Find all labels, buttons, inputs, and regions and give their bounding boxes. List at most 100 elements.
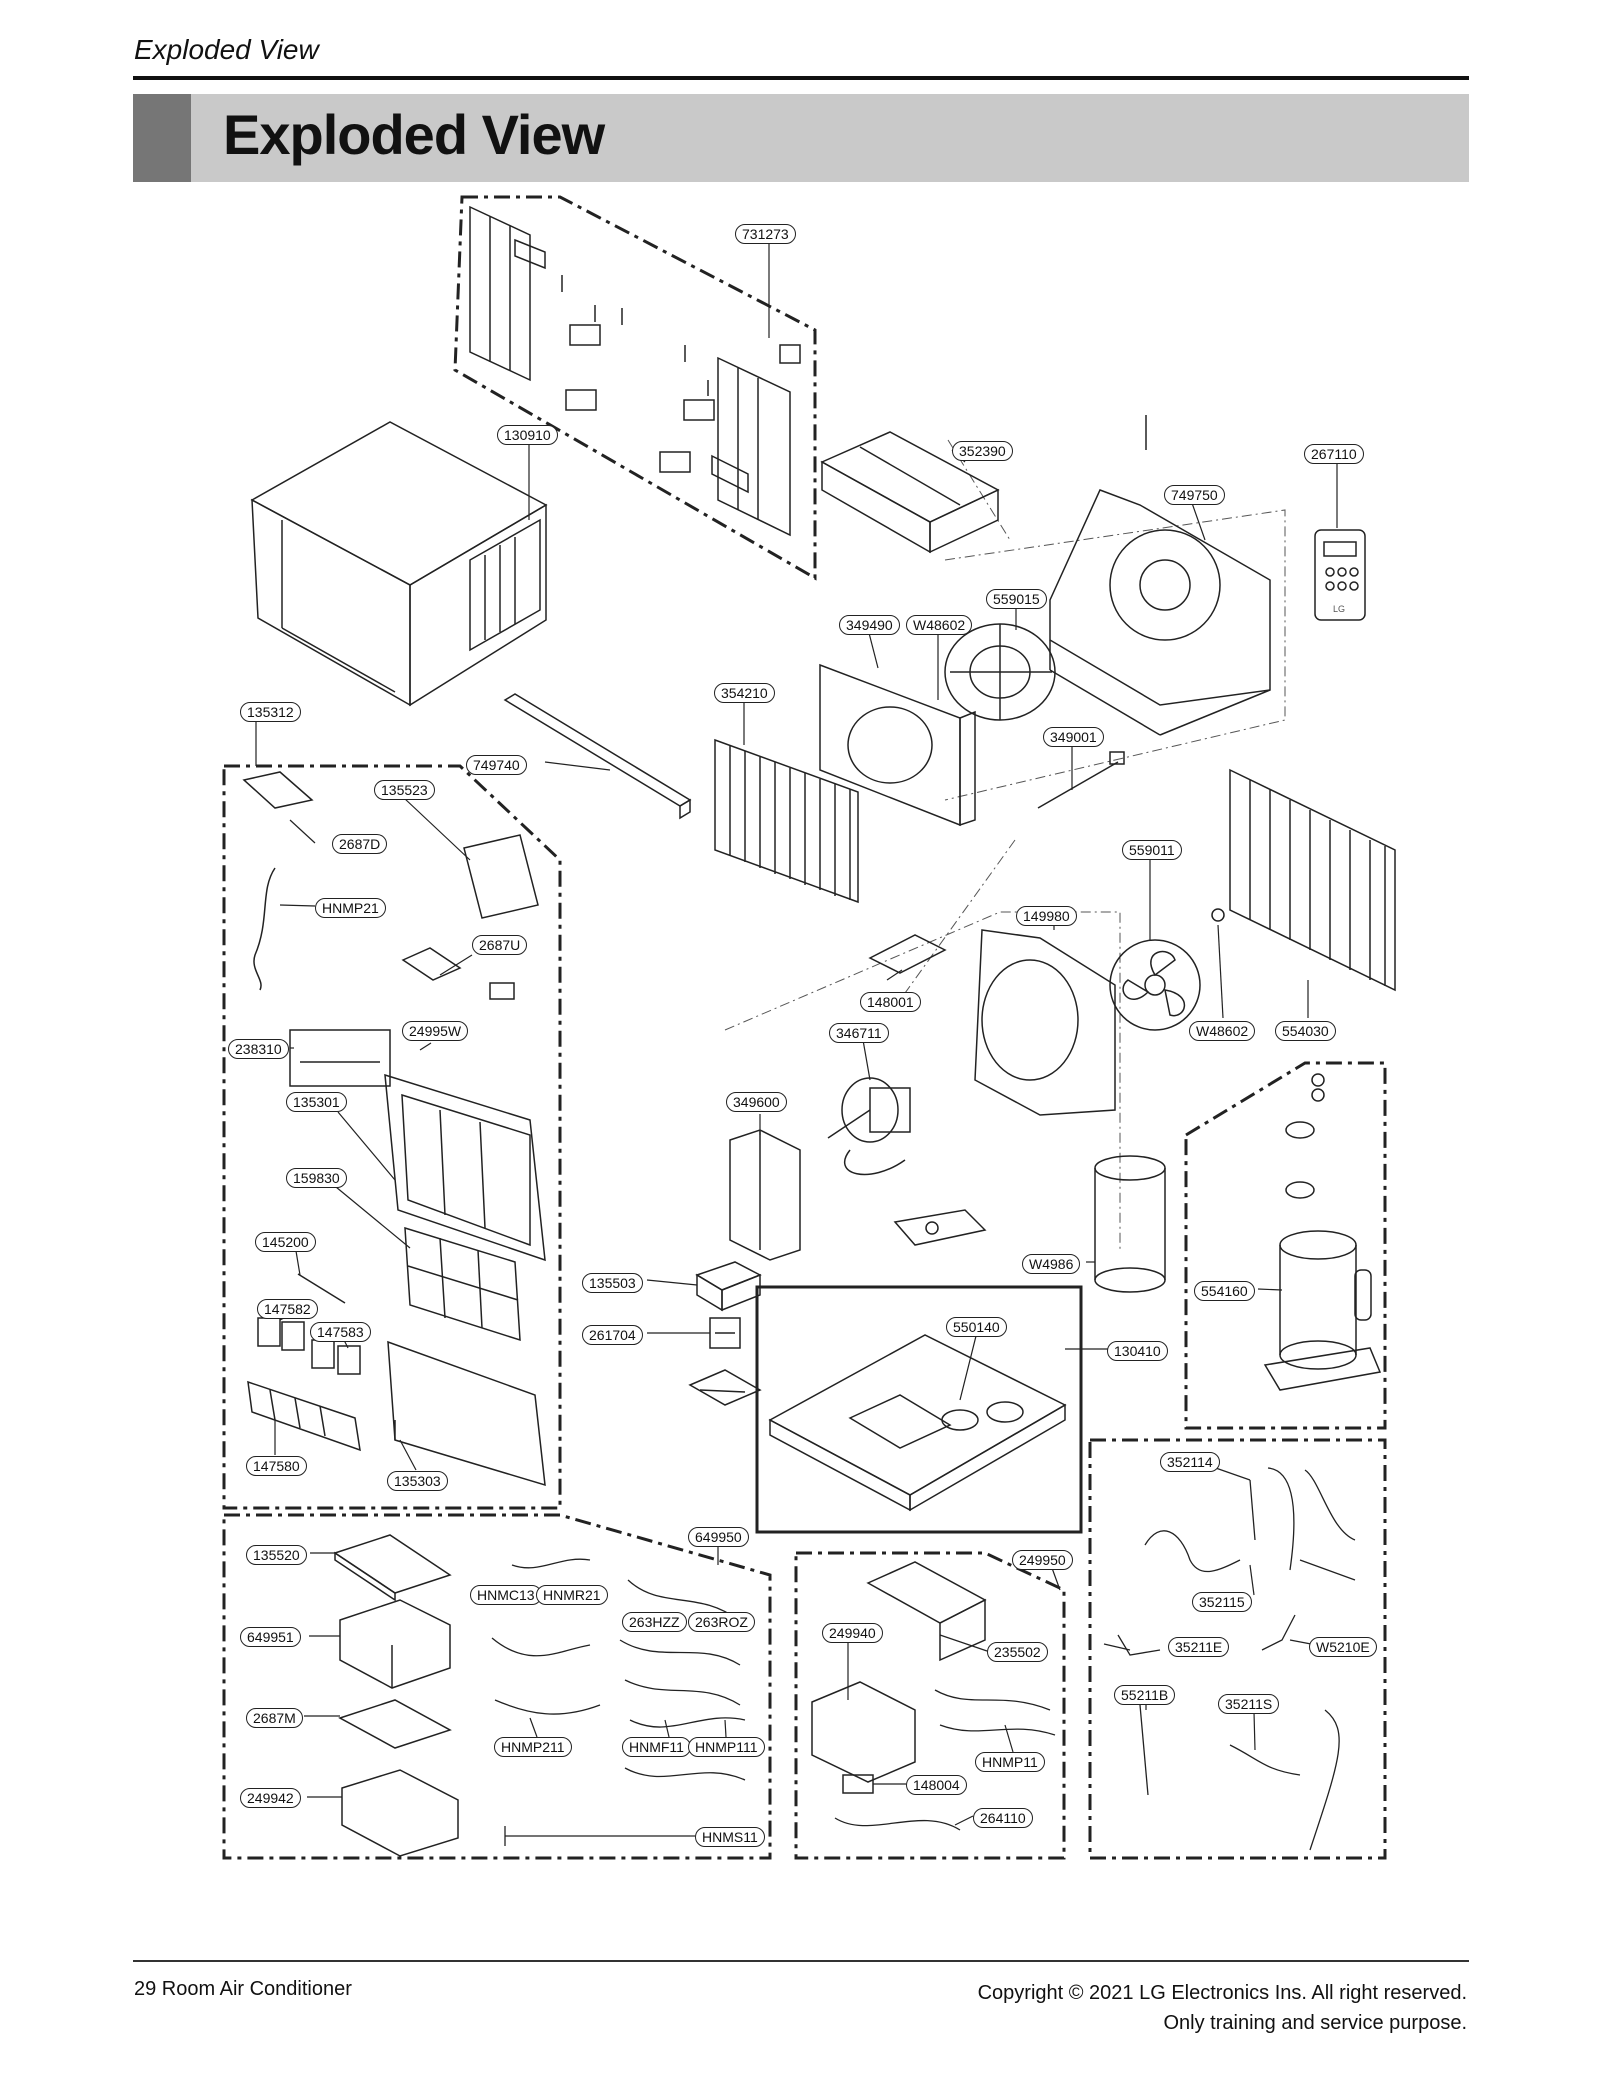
part-label-35211s: 35211S — [1218, 1694, 1280, 1714]
lower-front-panel — [387, 1340, 546, 1487]
part-label-145200: 145200 — [255, 1232, 316, 1252]
base-pan — [768, 1334, 1067, 1512]
group-boundary-piping — [1088, 1438, 1387, 1860]
thermistor — [1037, 751, 1125, 809]
footer-copyright: Copyright © 2021 LG Electronics Ins. All… — [977, 1982, 1467, 2004]
assembly-guide-lines — [724, 439, 1286, 1250]
footer-page-label: 29 Room Air Conditioner — [134, 1978, 352, 2000]
fan-shroud — [974, 929, 1116, 1116]
wire-harnesses-control — [491, 1558, 746, 1846]
part-label-w4986: W4986 — [1022, 1254, 1081, 1274]
part-label-349001: 349001 — [1043, 727, 1104, 747]
capacitor — [1094, 1155, 1166, 1293]
part-label-264110: 264110 — [973, 1808, 1033, 1828]
main-pcb-board — [338, 1699, 452, 1749]
part-label-148001: 148001 — [860, 992, 921, 1012]
part-label-749740: 749740 — [466, 755, 527, 775]
part-label-130410: 130410 — [1107, 1341, 1168, 1361]
part-label-149980: 149980 — [1016, 906, 1077, 926]
part-label-55211b: 55211B — [1114, 1685, 1176, 1705]
part-label-135523: 135523 — [374, 780, 435, 800]
group-boundary-compressor — [1184, 1061, 1387, 1430]
suction-pipe-fittings — [1117, 1614, 1340, 1851]
scroll-housing — [819, 663, 976, 827]
transformer — [709, 1317, 741, 1349]
filter-rod — [297, 1273, 346, 1304]
part-label-hnmp21: HNMP21 — [315, 898, 386, 918]
remote-controller — [1314, 529, 1366, 621]
section-title: Exploded View — [223, 103, 605, 166]
relay-box — [695, 1261, 762, 1312]
part-label-731273: 731273 — [735, 224, 796, 244]
part-label-159830: 159830 — [286, 1168, 347, 1188]
part-label-261704: 261704 — [582, 1325, 643, 1345]
part-label-w48602-bottom: W48602 — [1189, 1021, 1256, 1041]
part-label-263hzz: 263HZZ — [622, 1612, 687, 1632]
part-label-2687m: 2687M — [246, 1708, 303, 1728]
part-label-352114: 352114 — [1160, 1452, 1220, 1472]
part-label-hnms11: HNMS11 — [695, 1827, 765, 1847]
part-label-130910: 130910 — [497, 425, 558, 445]
electrical-box-cover — [866, 1561, 987, 1662]
electrical-box — [811, 1681, 916, 1783]
part-label-354210: 354210 — [714, 683, 775, 703]
section-banner: Exploded View — [133, 94, 1469, 182]
top-rail — [503, 693, 692, 820]
control-box-frame — [339, 1599, 451, 1689]
display-label — [289, 1029, 391, 1087]
part-label-238310: 238310 — [228, 1039, 289, 1059]
running-head-title: Exploded View — [134, 34, 319, 65]
part-label-135301: 135301 — [286, 1092, 347, 1112]
part-label-w48602-top: W48602 — [906, 615, 973, 635]
wire-harness-hnmp11 — [934, 1689, 1056, 1736]
louver-assembly — [247, 1380, 361, 1452]
part-label-35211e: 35211E — [1168, 1637, 1230, 1657]
part-label-249940: 249940 — [822, 1623, 883, 1643]
part-label-w5210e: W5210E — [1309, 1637, 1377, 1657]
front-grille — [384, 1073, 546, 1262]
indoor-blower — [944, 623, 1056, 721]
sensor-holder — [401, 947, 515, 1000]
motor-mount — [729, 1129, 801, 1261]
part-label-267110: 267110 — [1304, 444, 1364, 464]
mounting-brackets — [565, 324, 801, 473]
part-label-649950: 649950 — [688, 1527, 749, 1547]
part-label-148004: 148004 — [906, 1775, 967, 1795]
part-label-147583: 147583 — [310, 1322, 371, 1342]
air-guide — [1049, 489, 1271, 736]
part-label-hnmp111: HNMP111 — [688, 1737, 765, 1757]
part-label-352115: 352115 — [1192, 1592, 1252, 1612]
part-label-249950: 249950 — [1012, 1550, 1073, 1570]
part-label-135520: 135520 — [246, 1545, 307, 1565]
header-rule — [133, 76, 1469, 80]
pcb-cover — [333, 1534, 452, 1602]
part-label-135312: 135312 — [240, 702, 301, 722]
part-label-263roz: 263ROZ — [688, 1612, 755, 1632]
part-label-hnmr21: HNMR21 — [536, 1585, 608, 1605]
part-label-349600: 349600 — [726, 1092, 787, 1112]
part-label-249942: 249942 — [240, 1788, 301, 1808]
wiring-harness-hnmp21 — [253, 867, 276, 991]
cabinet — [250, 421, 548, 707]
power-cord-assembly — [834, 1817, 961, 1831]
fan-motor — [827, 1077, 911, 1176]
side-curtain-right — [711, 356, 791, 537]
side-curtain-left — [469, 205, 546, 382]
condenser-coil — [1229, 768, 1396, 992]
part-label-135503: 135503 — [582, 1273, 643, 1293]
part-label-749750: 749750 — [1164, 485, 1225, 505]
part-label-24995w: 24995W — [402, 1021, 469, 1041]
group-boundary-mounting-kit — [453, 195, 817, 581]
control-box-case — [341, 1769, 459, 1857]
group-boundary-base-pan — [755, 1285, 1083, 1534]
fan-clamp — [893, 1209, 987, 1246]
filter-tray — [820, 431, 1000, 554]
outdoor-propeller-fan — [1109, 908, 1225, 1031]
part-label-550140: 550140 — [946, 1317, 1007, 1337]
part-label-2687d: 2687D — [332, 834, 388, 854]
part-label-135303: 135303 — [387, 1471, 448, 1491]
air-filter — [404, 1226, 521, 1342]
footer-rule — [133, 1960, 1469, 1962]
pcb-main — [242, 771, 314, 809]
part-label-352390: 352390 — [952, 441, 1013, 461]
